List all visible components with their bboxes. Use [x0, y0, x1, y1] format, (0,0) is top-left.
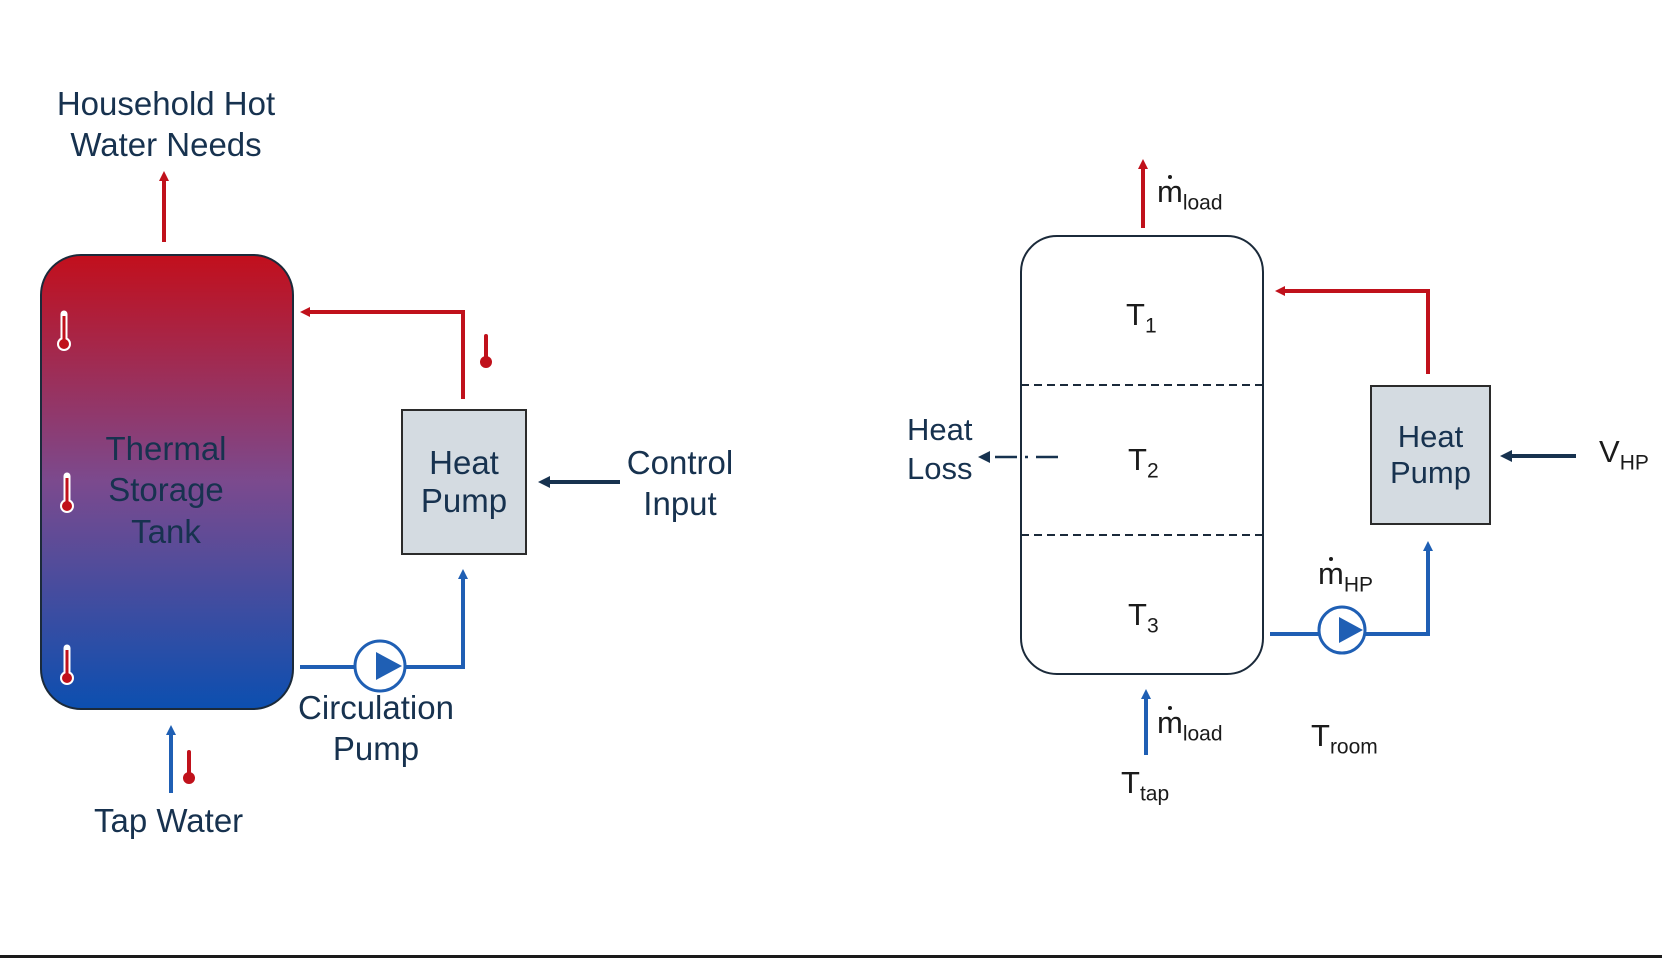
t-tap-label: Ttap: [1121, 765, 1170, 806]
m-hp-label: mHP: [1318, 556, 1374, 597]
thermometer-icon: [60, 472, 74, 513]
heat-pump-label: Heat Pump: [1390, 419, 1471, 490]
t1-label: T1: [1126, 297, 1157, 338]
t3-label: T3: [1128, 597, 1159, 638]
circulation-pump-icon: [353, 639, 407, 693]
hot-return-line: [300, 307, 465, 399]
vhp-label: VHP: [1599, 434, 1649, 475]
control-input-label: Control Input: [626, 444, 734, 523]
m-load-top-label: mload: [1157, 174, 1223, 215]
thermometer-icon: [480, 334, 492, 368]
thermometer-icon: [60, 644, 74, 685]
t2-label: T2: [1128, 442, 1159, 483]
circulation-pump-label: Circulation Pump: [298, 689, 454, 768]
household-hot-water-label: Household Hot Water Needs: [56, 85, 276, 164]
heat-pump-label: Heat Pump: [420, 444, 508, 519]
hot-return-line: [1275, 286, 1430, 374]
stratified-tank: [1020, 235, 1264, 675]
bottom-border: [0, 955, 1662, 958]
heat-loss-label: Heat Loss: [907, 412, 973, 486]
heat-pump-box: [401, 409, 527, 555]
circulation-pump-icon: [1317, 605, 1367, 655]
t-room-label: Troom: [1311, 718, 1378, 759]
thermal-storage-tank: [40, 254, 294, 710]
thermometer-icon: [57, 310, 71, 351]
thermometer-icon: [183, 750, 195, 784]
m-load-bottom-label: mload: [1157, 705, 1223, 746]
tank-label: Thermal Storage Tank: [105, 430, 227, 550]
tap-water-label: Tap Water: [94, 802, 244, 839]
heat-pump-box: [1370, 385, 1491, 525]
